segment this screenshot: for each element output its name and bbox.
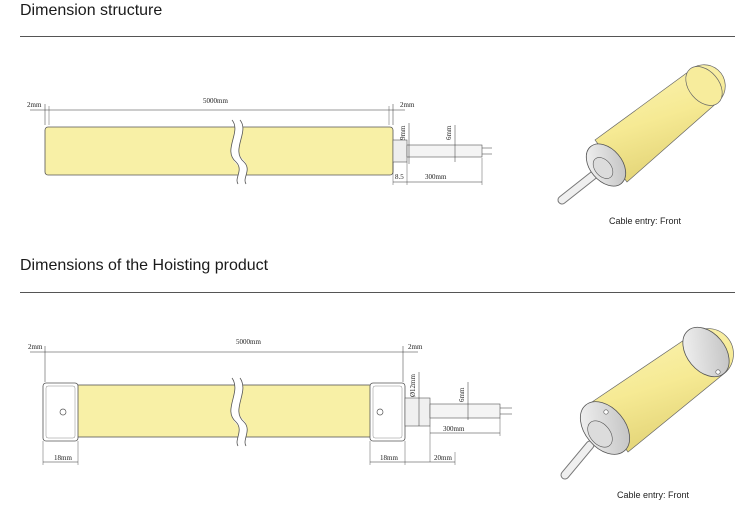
dim-cable-dia-2: 6mm: [458, 387, 466, 402]
3d-tube-end: [685, 66, 723, 106]
cable: [406, 144, 483, 158]
break-mark-left: [230, 119, 240, 185]
3d-bottom-cap-center: [587, 420, 613, 448]
section1-3d-view: Cable entry: Front: [557, 64, 726, 226]
right-bracket: [369, 382, 406, 442]
dim-right-bracket: 18mm: [380, 454, 398, 462]
cable-2: [429, 403, 501, 419]
right-bracket-screw: [376, 408, 384, 416]
caption-cable-entry-1: Cable entry: Front: [609, 216, 682, 226]
dim-cable-dia: 6mm: [445, 125, 453, 140]
break-gap-2: [230, 375, 248, 449]
dim-length: 5000mm: [203, 97, 228, 105]
3d-bottom-screw: [603, 409, 609, 415]
3d-top-screw: [715, 369, 721, 375]
dim-cable-len: 300mm: [425, 173, 447, 181]
tube-body-2: [74, 384, 376, 438]
dim-left-gap: 2mm: [27, 101, 42, 109]
section1-front-view: 2mm 5000mm 2mm 9mm 6mm 8.5 300mm: [27, 97, 492, 187]
dim-cap-len-2: 20mm: [434, 454, 452, 462]
left-bracket-inner: [45, 385, 76, 439]
3d-top-bracket: [682, 326, 730, 378]
section-divider-1: [20, 36, 735, 37]
break-mark-right: [238, 119, 248, 185]
section-divider-2: [20, 292, 735, 293]
section2-front-view: 2mm 5000mm 2mm Ø12mm 6mm 300mm: [28, 338, 512, 465]
section-title-hoisting-product: Dimensions of the Hoisting product: [20, 257, 269, 274]
break-mark-left-2: [230, 377, 240, 447]
break-gap: [230, 117, 248, 187]
3d-cap-center: [592, 157, 614, 179]
end-cap: [392, 139, 408, 163]
section2-3d-view: Cable entry: Front: [560, 326, 734, 500]
right-bracket-inner: [372, 385, 403, 439]
dim-right-gap: 2mm: [400, 101, 415, 109]
section-title-dimension-structure: Dimension structure: [20, 2, 163, 19]
3d-cable-2: [561, 441, 594, 479]
dim-height: 9mm: [399, 125, 407, 140]
tube-body: [44, 126, 394, 176]
caption-cable-entry-2: Cable entry: Front: [617, 490, 690, 500]
dim-right-gap-2: 2mm: [408, 343, 423, 351]
break-mark-right-2: [238, 377, 248, 447]
dim-left-bracket: 18mm: [54, 454, 72, 462]
dim-left-gap-2: 2mm: [28, 343, 43, 351]
dim-height-2: Ø12mm: [409, 374, 417, 398]
dim-cap-len: 8.5: [395, 173, 404, 181]
dim-cable-len-2: 300mm: [443, 425, 465, 433]
left-bracket-screw: [59, 408, 67, 416]
dim-length-2: 5000mm: [236, 338, 261, 346]
end-cap-2: [404, 397, 431, 427]
